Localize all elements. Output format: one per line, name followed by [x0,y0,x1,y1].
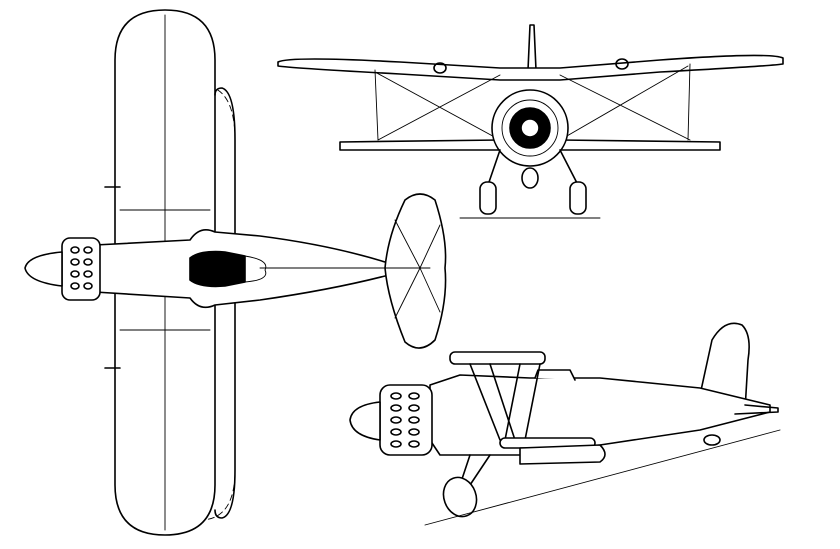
upper-wing-side [449,351,546,365]
cabane-struts [469,363,541,441]
spinner-side [349,401,381,441]
tailplane [384,193,447,349]
side-view [349,322,781,526]
cockpit [189,250,246,288]
fin [527,24,537,71]
plan-view [24,9,447,536]
tail-fin [699,322,750,411]
engine-cowling [61,237,101,301]
front-view [277,24,784,219]
upper-wing-front [277,54,784,81]
wheel-right [569,181,587,215]
landing-gear [487,149,579,186]
ground-line-side [424,429,781,526]
canopy [534,369,576,381]
tailplane-side [734,404,779,415]
main-wheel-side [442,476,478,518]
spinner [24,251,63,287]
wheel-left [479,181,497,215]
tail-wheel [703,434,721,446]
float-fairing [519,444,606,465]
wing-lower-visible [214,87,236,519]
engine-side [379,384,433,456]
struts [374,63,691,141]
